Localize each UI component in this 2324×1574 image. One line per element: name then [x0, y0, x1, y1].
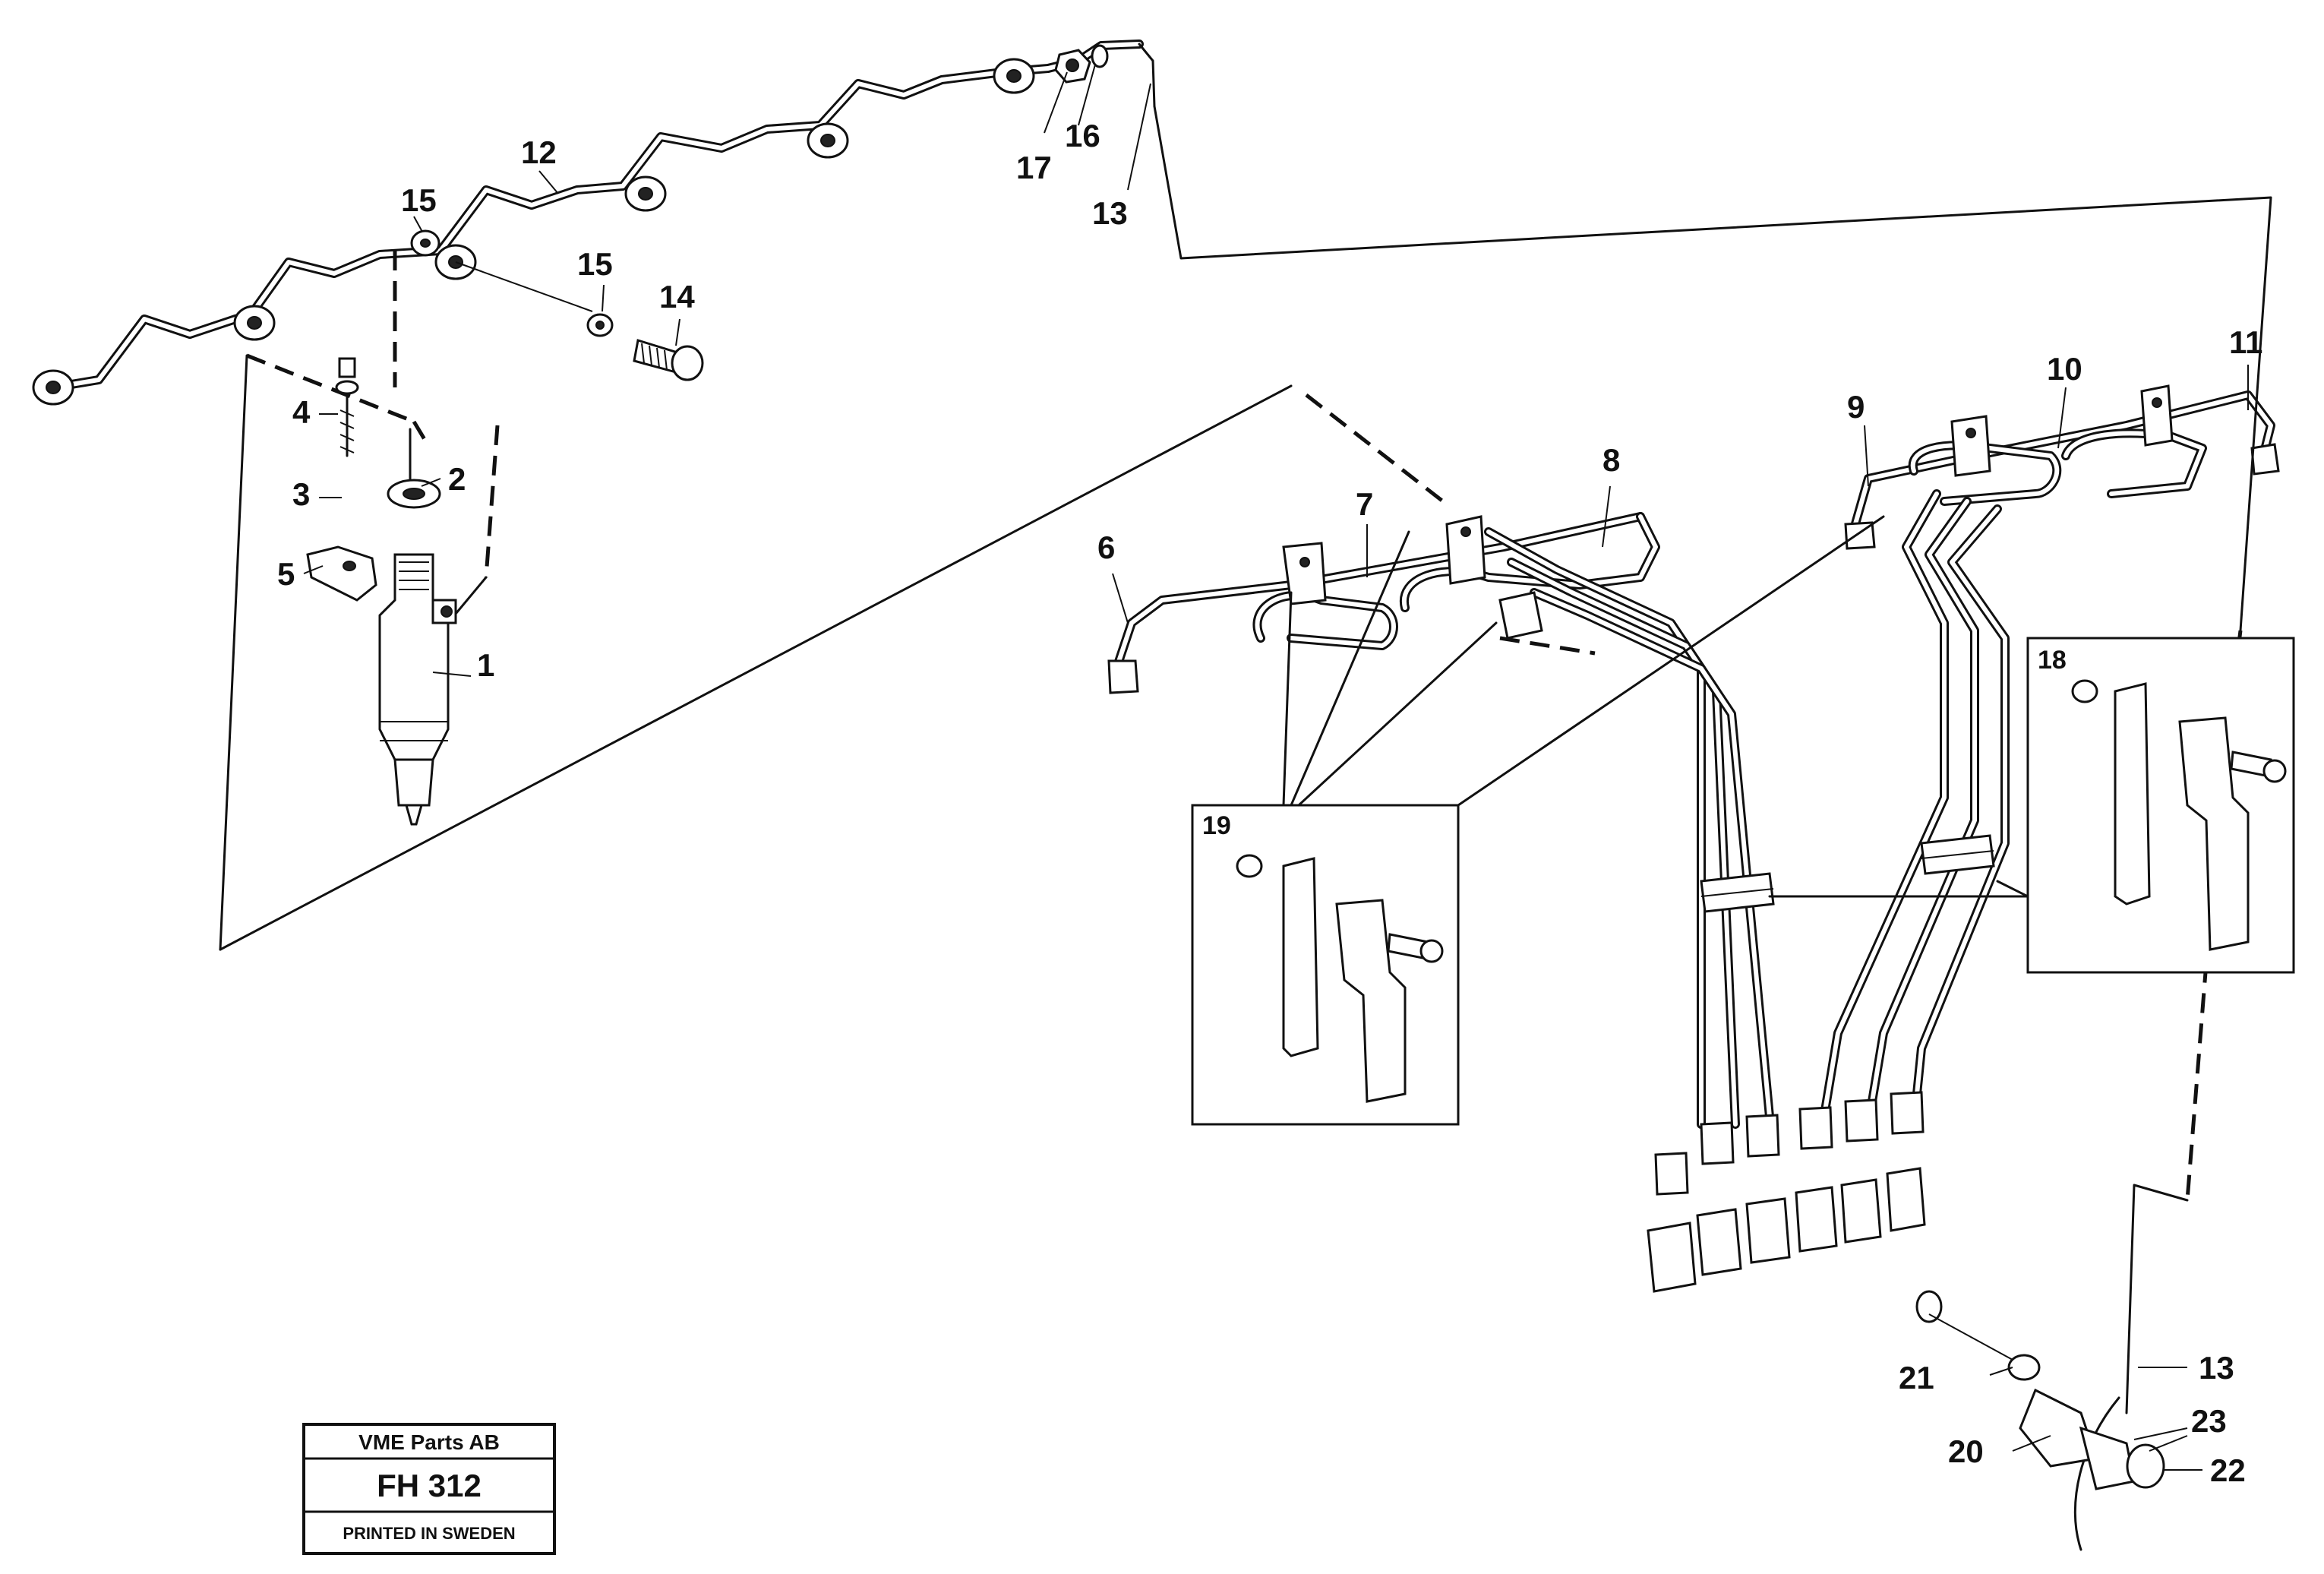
- callout-7: 7: [1356, 486, 1373, 522]
- callout-1: 1: [477, 647, 494, 683]
- callout-2: 2: [448, 461, 466, 497]
- pipe-end-nuts: [1654, 1091, 1925, 1196]
- leader-lines: [303, 64, 2249, 1471]
- callout-11: 11: [2229, 324, 2262, 360]
- inset-18: [1768, 637, 2295, 974]
- pipe-clamps: [1700, 834, 1995, 913]
- stamp-code: FH 312: [377, 1468, 482, 1503]
- pump-delivery-valves: [1647, 1167, 1926, 1293]
- callout-12: 12: [521, 134, 557, 170]
- callout-18: 18: [2038, 646, 2067, 675]
- title-stamp: VME Parts AB FH 312 PRINTED IN SWEDEN: [302, 1423, 556, 1555]
- delivery-pipes-front: [1107, 394, 1774, 1129]
- callout-19: 19: [1202, 811, 1231, 840]
- callout-4: 4: [292, 394, 311, 430]
- callout-13-lower: 13: [2199, 1350, 2234, 1386]
- callout-6: 6: [1097, 529, 1115, 565]
- callout-14: 14: [659, 279, 695, 314]
- callouts: 1 2 3 4 5 6 7 8 9 10 11 12 13 13 14 15 1…: [277, 118, 2262, 1488]
- callout-5: 5: [277, 556, 295, 592]
- delivery-pipes-rear: [1818, 384, 2280, 1129]
- banjo-fittings: [32, 58, 1035, 406]
- callout-10: 10: [2047, 351, 2082, 387]
- callout-20: 20: [1948, 1433, 1984, 1469]
- banjo-bolt-14: [455, 261, 704, 381]
- callout-15-lower: 15: [577, 246, 613, 282]
- washer-16-nut-17: [1054, 44, 1109, 84]
- callout-15-upper: 15: [401, 182, 437, 218]
- callout-21: 21: [1899, 1360, 1934, 1395]
- stamp-company: VME Parts AB: [358, 1430, 500, 1454]
- washer-15-upper: [410, 229, 440, 257]
- callout-17: 17: [1016, 150, 1052, 185]
- injector-assembly: [219, 251, 1293, 951]
- inset-19: [1191, 515, 1885, 1126]
- callout-13-upper: 13: [1092, 195, 1128, 231]
- callout-23: 23: [2191, 1403, 2227, 1439]
- callout-9: 9: [1847, 389, 1865, 425]
- callout-3: 3: [292, 476, 310, 512]
- callout-8: 8: [1602, 442, 1620, 478]
- callout-22: 22: [2210, 1452, 2246, 1488]
- callout-16: 16: [1065, 118, 1100, 153]
- stamp-printed: PRINTED IN SWEDEN: [343, 1524, 515, 1543]
